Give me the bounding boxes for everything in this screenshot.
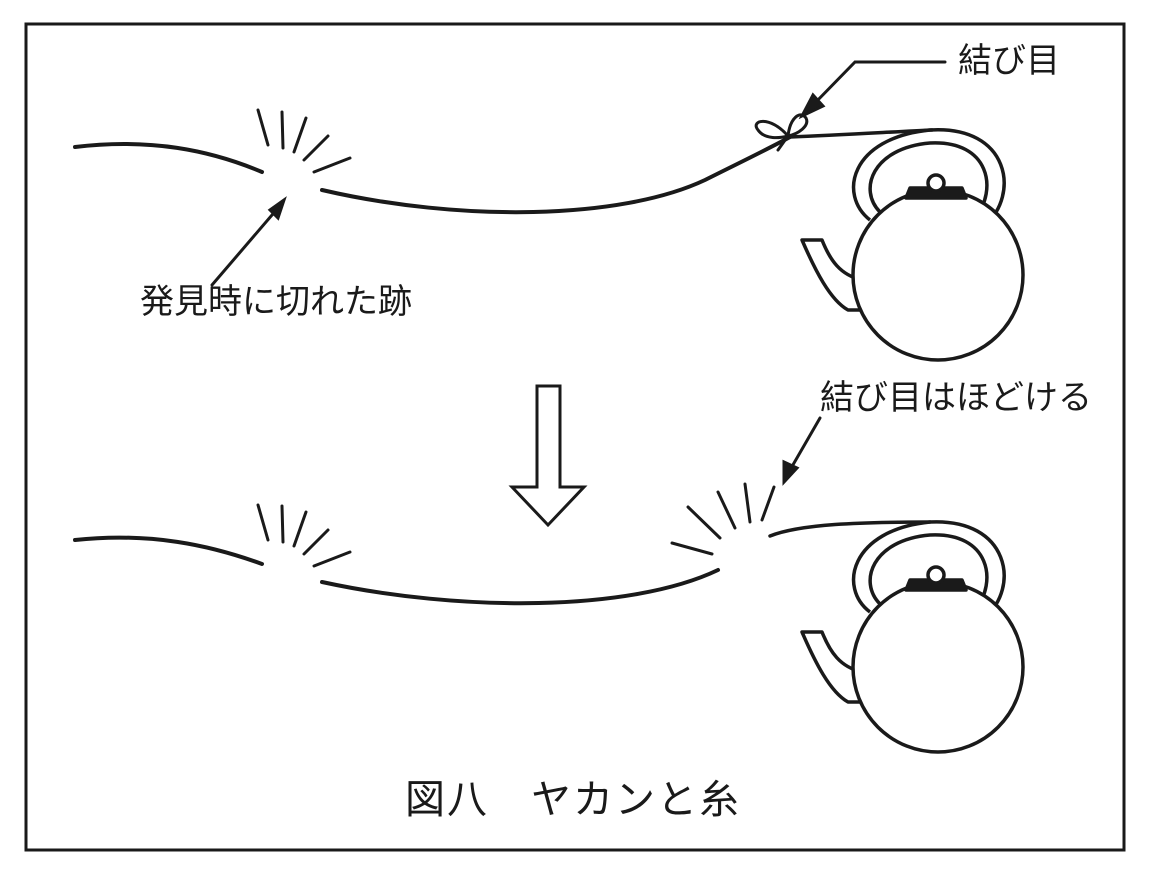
bottom-thread-left [73,535,264,566]
cut-mark-label: 発見時に切れた跡 [140,282,412,322]
top-kettle-icon [800,128,1025,362]
knot-arrow [798,60,947,120]
bottom-thread-middle [320,568,720,606]
top-cut-burst [256,108,352,174]
untie-arrow [782,416,822,486]
bottom-thread-right [768,520,932,538]
knot-label: 結び目 [958,41,1060,81]
figure-caption: 図八 ヤカンと糸 [405,777,741,823]
bottom-knot-burst [670,482,776,556]
top-thread-right [320,135,792,215]
down-arrow-icon [508,384,588,528]
top-thread-left [73,141,264,174]
cut-arrow [210,196,287,287]
knot-untie-label: 結び目はほどける [820,378,1092,418]
bottom-cut-burst [256,503,352,568]
figure-frame [24,22,1126,852]
knot-bow [754,113,809,152]
bottom-kettle-icon [800,520,1025,754]
bottom-scene [73,416,932,606]
top-scene [73,60,947,287]
